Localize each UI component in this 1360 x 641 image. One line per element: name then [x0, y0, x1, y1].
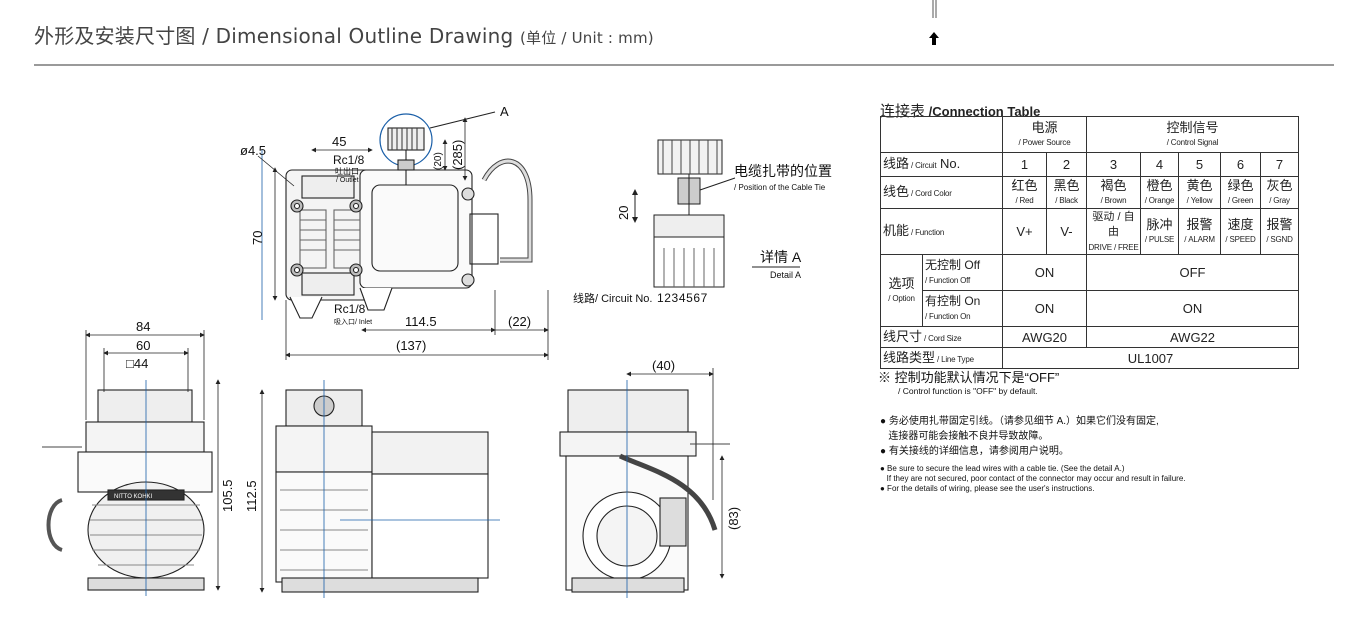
bullet-zh-1: ● 务必使用扎带固定引线。（请参见细节 A.）如果它们没有固定, — [880, 416, 1159, 427]
function-1: V+ — [1002, 208, 1047, 255]
circuit-4: 4 — [1140, 152, 1179, 177]
inlet-label: 吸入口/ Inlet — [334, 318, 372, 326]
circuit-5: 5 — [1178, 152, 1221, 177]
dim-40: (40) — [652, 358, 675, 373]
dim-112-5: 112.5 — [244, 480, 259, 512]
opt-off-control: OFF — [1086, 254, 1299, 291]
dim-105-5: 105.5 — [220, 479, 235, 512]
circuit-7: 7 — [1260, 152, 1299, 177]
line-type-value: UL1007 — [1002, 347, 1299, 369]
circuit-label: 线路/ Circuit No. — [573, 291, 652, 305]
function-2: V- — [1046, 208, 1087, 255]
conn-title-zh: 连接表 — [880, 103, 926, 120]
dim-285: (285) — [450, 140, 465, 170]
cable-tie-zh: 电缆扎带的位置 — [734, 163, 832, 179]
dimensional-drawing: ø4.5 45 70 114.5 (22) (137) (285) (20) R… — [42, 104, 832, 598]
color-6: 绿色/ Green — [1220, 176, 1261, 209]
outlet-zh: 吐出口 — [335, 166, 359, 176]
detail-dim-20: 20 — [616, 206, 631, 220]
connection-table-title: 连接表 /Connection Table — [880, 100, 1040, 121]
dim-84: 84 — [136, 319, 150, 334]
dim-137: (137) — [396, 338, 426, 353]
detail-a-en: Detail A — [770, 270, 801, 280]
dim-60: 60 — [136, 338, 150, 353]
dim-20-top: (20) — [433, 152, 444, 170]
circuit-numbers: 1234567 — [657, 291, 708, 305]
bullets-en: ● Be sure to secure the lead wires with … — [880, 464, 1186, 494]
outlet-en: / Outlet — [336, 177, 359, 184]
front-view — [42, 380, 213, 596]
row-option-on: 有控制 On/ Function On ON ON — [881, 290, 1299, 327]
title-divider — [34, 64, 1334, 66]
bullets-zh: ● 务必使用扎带固定引线。（请参见细节 A.）如果它们没有固定, 连接器可能会接… — [880, 414, 1159, 459]
function-4: 脉冲/ PULSE — [1140, 208, 1179, 255]
bullet-zh-3: ● 有关接线的详细信息，请参阅用户说明。 — [880, 446, 1069, 457]
bullet-en-3: ● For the details of wiring, please see … — [880, 484, 1095, 493]
title-main: 外形及安装尺寸图 / Dimensional Outline Drawing — [34, 24, 514, 48]
size-control: AWG22 — [1086, 326, 1299, 348]
option-label: 选项/ Option — [880, 254, 923, 327]
row-color: 线色 / Cord Color 红色/ Red 黑色/ Black 褐色/ Br… — [880, 176, 1299, 209]
group-power: 电源/ Power Source — [1002, 116, 1087, 153]
up-arrow-icon — [929, 0, 939, 45]
circuit-3: 3 — [1086, 152, 1141, 177]
conn-title-en: /Connection Table — [925, 104, 1041, 119]
row-circuit: 线路 / Circuit No. 1 2 3 4 5 6 7 — [880, 152, 1299, 177]
circuit-2: 2 — [1046, 152, 1087, 177]
circuit-1: 1 — [1002, 152, 1047, 177]
color-2: 黑色/ Black — [1046, 176, 1087, 209]
dim-hole-dia: ø4.5 — [240, 143, 266, 158]
bullet-zh-2: 连接器可能会接触不良并导致故障。 — [880, 431, 1049, 442]
function-5: 报警/ ALARM — [1178, 208, 1221, 255]
color-5: 黄色/ Yellow — [1178, 176, 1221, 209]
connection-table: 电源/ Power Source 控制信号/ Control Signal 线路… — [880, 116, 1299, 369]
dim-44: □44 — [126, 356, 148, 371]
side-view — [275, 380, 500, 598]
row-line-type: 线路类型 / Line Type UL1007 — [880, 347, 1299, 369]
top-view — [261, 111, 533, 320]
color-7: 灰色/ Gray — [1260, 176, 1299, 209]
color-1: 红色/ Red — [1002, 176, 1047, 209]
bullet-en-1: ● Be sure to secure the lead wires with … — [880, 464, 1125, 473]
function-6: 速度/ SPEED — [1220, 208, 1261, 255]
detail-a — [632, 139, 800, 288]
dim-45: 45 — [332, 134, 346, 149]
color-4: 橙色/ Orange — [1140, 176, 1179, 209]
page-title: 外形及安装尺寸图 / Dimensional Outline Drawing (… — [34, 20, 654, 49]
title-unit: (单位 / Unit : mm) — [519, 29, 654, 47]
dim-70: 70 — [250, 231, 265, 245]
default-note-zh: ※ 控制功能默认情况下是“OFF” — [878, 370, 1060, 385]
group-control: 控制信号/ Control Signal — [1086, 116, 1299, 153]
function-7: 报警/ SGND — [1260, 208, 1299, 255]
cable-tie-en: / Position of the Cable Tie — [734, 183, 826, 192]
opt-on-power: ON — [1002, 290, 1087, 327]
default-note: ※ 控制功能默认情况下是“OFF” / Control function is … — [878, 367, 1059, 396]
color-3: 褐色/ Brown — [1086, 176, 1141, 209]
row-cord-size: 线尺寸 / Cord Size AWG20 AWG22 — [880, 326, 1299, 348]
brand-label: NITTO KOHKI — [114, 494, 153, 500]
dim-83: (83) — [726, 507, 741, 530]
outlet-port: Rc1/8 — [333, 153, 365, 167]
default-note-en: / Control function is "OFF" by default. — [898, 386, 1038, 396]
detail-a-zh: 详情 A — [760, 249, 802, 265]
size-power: AWG20 — [1002, 326, 1087, 348]
inlet-port: Rc1/8 — [334, 302, 366, 316]
row-option-off: 选项/ Option 无控制 Off/ Function Off ON OFF — [880, 254, 1299, 327]
dim-114-5: 114.5 — [405, 314, 437, 329]
opt-on-control: ON — [1086, 290, 1299, 327]
right-view — [559, 380, 730, 598]
bullet-en-2: If they are not secured, poor contact of… — [880, 474, 1186, 483]
circuit-6: 6 — [1220, 152, 1261, 177]
callout-a: A — [500, 104, 509, 119]
opt-off-power: ON — [1002, 254, 1087, 291]
dim-22: (22) — [508, 314, 531, 329]
